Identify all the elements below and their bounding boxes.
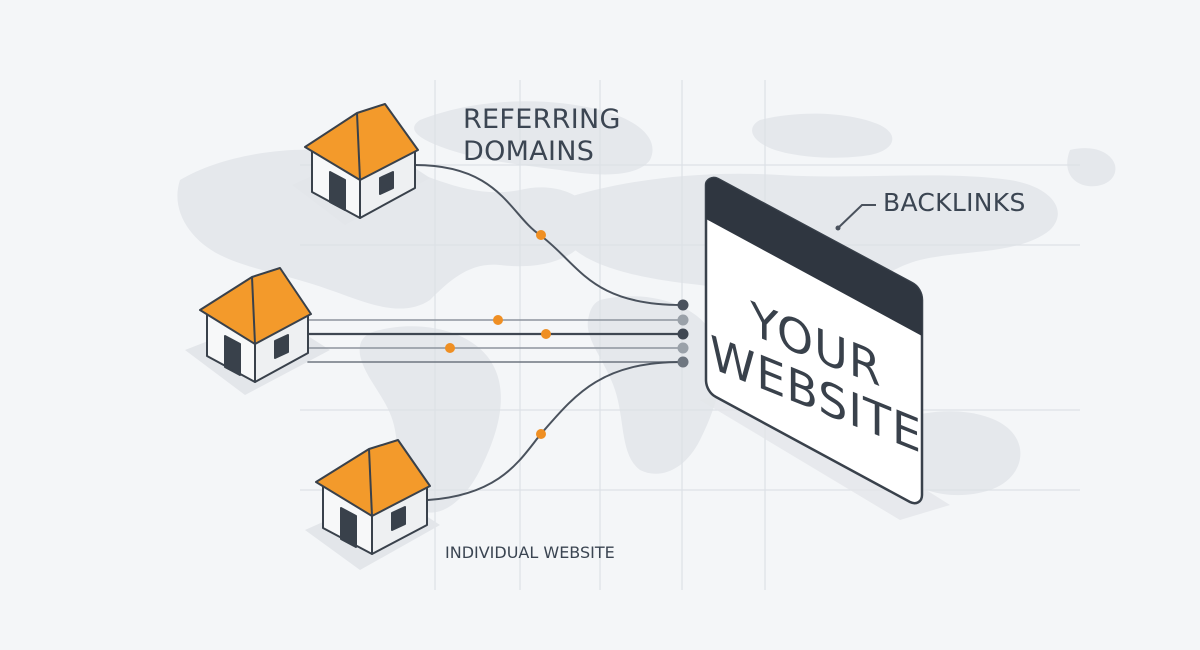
endpoint-5 (677, 356, 689, 368)
endpoint-3 (677, 328, 689, 340)
individual-website-label: INDIVIDUAL WEBSITE (445, 543, 615, 562)
endpoint-4 (677, 342, 689, 354)
link-marker-top (536, 230, 546, 240)
link-marker-mid-2 (541, 329, 551, 339)
link-marker-bottom (536, 429, 546, 439)
backlinks-label: BACKLINKS (883, 188, 1026, 217)
link-endpoints (677, 299, 689, 368)
endpoint-1 (677, 299, 689, 311)
link-markers (445, 230, 551, 439)
house-icon (315, 439, 431, 555)
endpoint-2 (677, 314, 689, 326)
link-marker-mid-3 (445, 343, 455, 353)
link-marker-mid-1 (493, 315, 503, 325)
house-icon (304, 103, 419, 219)
house-icon (199, 267, 312, 383)
referring-domains-label: REFERRING DOMAINS (463, 104, 621, 167)
browser-window-icon (704, 176, 924, 505)
backlinks-pointer-dot (835, 225, 841, 231)
backlinks-pointer-line (837, 204, 876, 229)
